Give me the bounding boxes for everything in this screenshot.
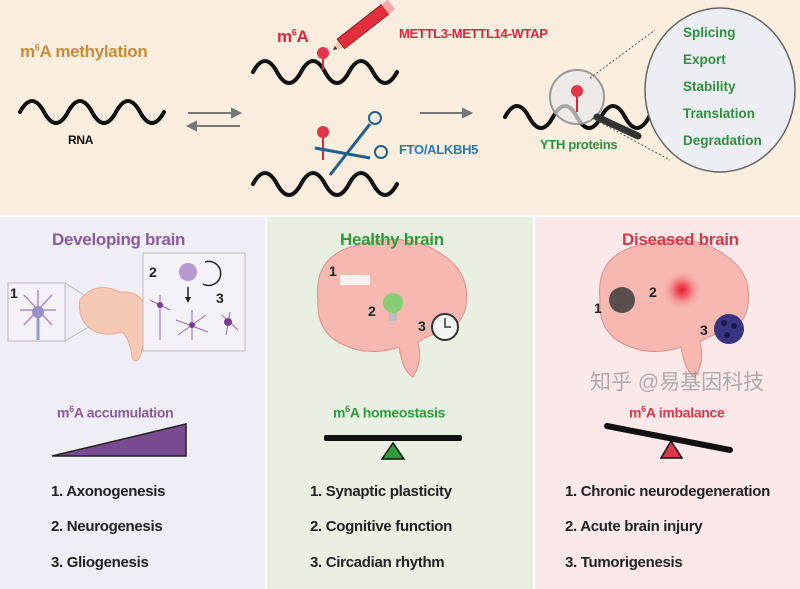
equilibrium-arrows-icon [185, 107, 243, 132]
marker-1: 1 [594, 300, 602, 316]
function-splicing: Splicing [683, 25, 736, 40]
list-item: 3. Circadian rhythm [310, 554, 445, 571]
demethylated-rna-wave [251, 171, 399, 197]
scissors-icon [314, 111, 388, 176]
rna-label: RNA [68, 133, 94, 147]
healthy-brain-illustration [317, 238, 468, 460]
methylated-rna-wave [251, 59, 399, 85]
list-item: 2. Acute brain injury [565, 518, 703, 535]
function-export: Export [683, 52, 726, 67]
readers-label: YTH proteins [540, 137, 618, 152]
magnifier-icon [549, 29, 671, 161]
methylation-title: m6A methylation [20, 42, 148, 61]
marker-2: 2 [149, 264, 157, 280]
marker-2: 2 [368, 303, 376, 319]
watermark: 知乎 @易基因科技 [590, 371, 765, 394]
arrow-right-icon [420, 107, 474, 119]
green-fulcrum-icon [380, 441, 406, 460]
erasers-label: FTO/ALKBH5 [399, 142, 479, 157]
list-item: 1. Synaptic plasticity [310, 483, 452, 500]
m6a-label: m6A [277, 27, 309, 46]
marker-3: 3 [418, 318, 426, 334]
m6a-mark-icon [317, 47, 329, 70]
diseased-brain-illustration [599, 238, 750, 459]
diseased-brain-title: Diseased brain [622, 230, 739, 249]
pencil-icon [333, 0, 396, 50]
balanced-beam-icon [324, 435, 462, 441]
writers-label: METTL3-METTL14-WTAP [399, 26, 548, 41]
list-item: 2. Cognitive function [310, 518, 453, 535]
marker-3: 3 [700, 322, 708, 338]
m6a-homeostasis-label: m6A homeostasis [333, 404, 446, 421]
marker-1: 1 [329, 263, 337, 279]
accumulation-ramp-icon [51, 423, 187, 457]
healthy-brain-title: Healthy brain [340, 230, 444, 249]
developing-brain-title: Developing brain [52, 230, 186, 249]
list-item: 1. Axonogenesis [51, 483, 166, 500]
function-stability: Stability [683, 79, 736, 94]
m6a-imbalance-label: m6A imbalance [629, 404, 725, 421]
function-translation: Translation [683, 106, 756, 121]
list-item: 3. Tumorigenesis [565, 554, 683, 571]
list-item: 2. Neurogenesis [51, 518, 163, 535]
function-bubble [644, 7, 796, 173]
tilted-beam-icon [604, 423, 733, 453]
list-item: 1. Chronic neurodegeneration [565, 483, 770, 500]
function-degradation: Degradation [683, 133, 762, 148]
rna-wave [18, 99, 166, 125]
list-item: 3. Gliogenesis [51, 554, 149, 571]
m6a-accumulation-label: m6A accumulation [57, 404, 174, 421]
red-fulcrum-icon [659, 439, 684, 459]
marker-3: 3 [216, 290, 224, 306]
marker-2: 2 [649, 284, 657, 300]
developing-brain-illustration [7, 252, 246, 457]
marker-1: 1 [10, 285, 18, 301]
